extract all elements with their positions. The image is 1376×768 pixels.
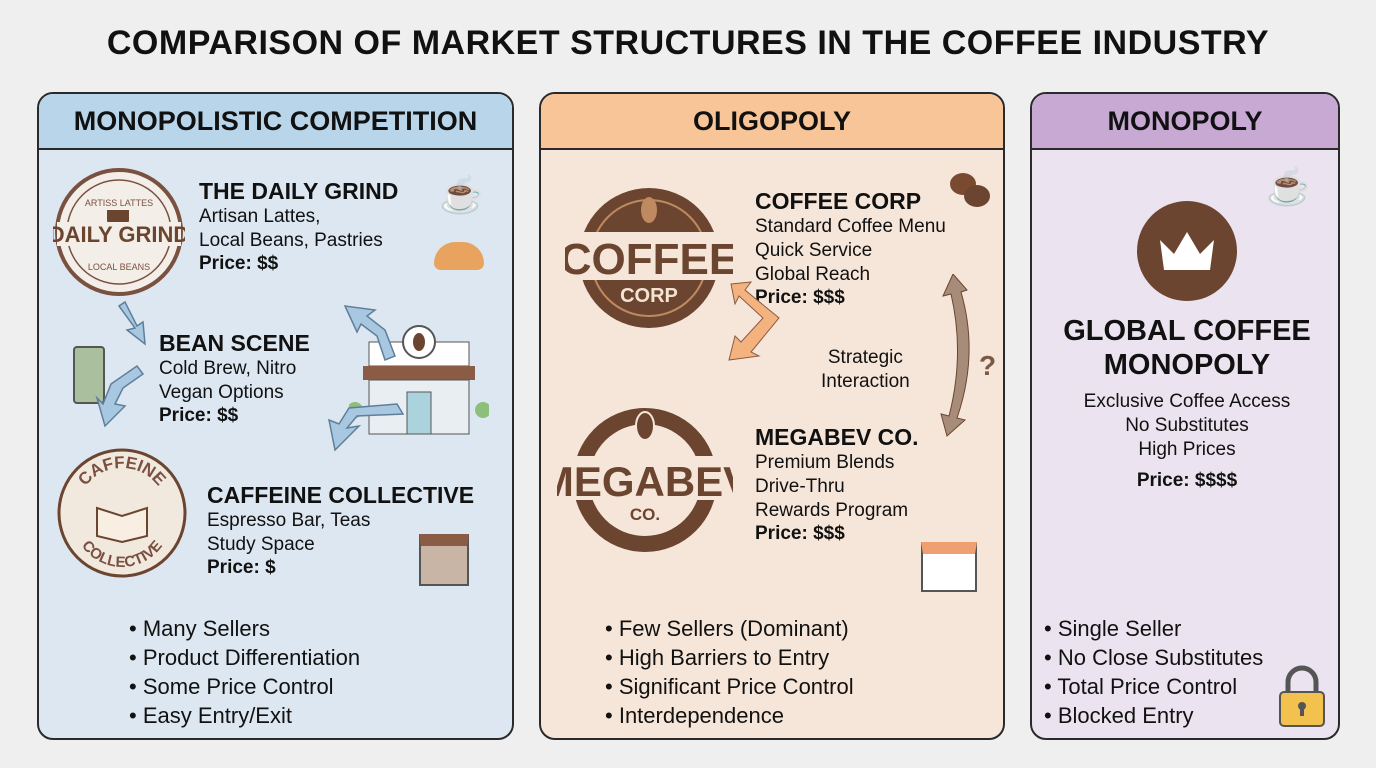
arrow-icon: [327, 403, 405, 452]
firm-desc: Quick Service: [755, 240, 873, 261]
firm-desc: Exclusive Coffee Access: [1083, 391, 1291, 412]
list-item: Some Price Control: [129, 672, 360, 701]
flow-arrows: [95, 300, 405, 452]
padlock-icon: [1279, 665, 1325, 727]
daily-grind-logo: ARTISS LATTES DAILY GRIND LOCAL BEANS: [53, 168, 185, 296]
interaction-arrows: [728, 274, 970, 437]
firm-desc: Cold Brew, Nitro: [159, 358, 297, 379]
firm-desc: Drive-Thru: [755, 476, 845, 497]
svg-text:CORP: CORP: [620, 285, 678, 307]
crown-icon: [1137, 201, 1237, 301]
caffeine-collective-logo: CAFFEINE COLLECTIVE: [57, 448, 187, 578]
firm-desc: Vegan Options: [159, 382, 284, 403]
coffee-cup-icon: ☕: [1266, 166, 1311, 207]
firm-name: THE DAILY GRIND: [199, 178, 399, 204]
panel-header: MONOPOLISTIC COMPETITION: [39, 94, 512, 150]
firm-desc: Rewards Program: [755, 500, 909, 521]
firm-price: Price: $: [207, 557, 276, 578]
question-mark: ?: [979, 350, 997, 381]
list-item: Interdependence: [605, 701, 854, 730]
list-item: Easy Entry/Exit: [129, 701, 360, 730]
interaction-label: Strategic: [827, 347, 903, 368]
svg-text:ARTISS LATTES: ARTISS LATTES: [85, 198, 153, 208]
cafe-shop-icon: [921, 542, 977, 592]
list-item: Total Price Control: [1044, 672, 1263, 701]
firm-price: Price: $$: [199, 253, 279, 274]
firm-price: Price: $$$$: [1136, 470, 1238, 491]
firm-desc: Espresso Bar, Teas: [207, 510, 371, 531]
firm-desc: Artisan Lattes,: [199, 206, 321, 227]
firm-desc: Local Beans, Pastries: [199, 230, 383, 251]
arrow-icon: [117, 300, 146, 346]
firm-name: BEAN SCENE: [159, 330, 310, 356]
coffee-cup-icon: ☕: [439, 174, 484, 215]
list-item: High Barriers to Entry: [605, 643, 854, 672]
list-item: Single Seller: [1044, 614, 1263, 643]
panel-monopolistic-competition: MONOPOLISTIC COMPETITION ARTISS LATTES D…: [37, 92, 514, 740]
megabev-logo: MEGABEV CO.: [557, 408, 733, 552]
firm-desc: No Substitutes: [1125, 415, 1249, 436]
panel-monopoly: MONOPOLY ☕ GLOBAL COFFEE MONOPOLY Exclus…: [1030, 92, 1340, 740]
arrow-icon: [343, 305, 396, 361]
firm-name: COFFEE CORP: [755, 188, 922, 214]
firm-name: MONOPOLY: [1103, 349, 1271, 381]
storefront-icon: [349, 325, 489, 435]
croissant-icon: [434, 242, 484, 270]
coffee-beans-icon: [950, 173, 990, 207]
firm-desc: Standard Coffee Menu: [755, 216, 946, 237]
firm-name: CAFFEINE COLLECTIVE: [207, 482, 475, 508]
list-item: Few Sellers (Dominant): [605, 614, 854, 643]
panel-header: MONOPOLY: [1032, 94, 1338, 150]
svg-text:MEGABEV: MEGABEV: [557, 458, 733, 505]
takeaway-cup-icon: [73, 346, 105, 404]
svg-text:DAILY GRIND: DAILY GRIND: [53, 222, 185, 247]
firm-price: Price: $$$: [755, 287, 845, 308]
svg-text:LOCAL BEANS: LOCAL BEANS: [88, 262, 150, 272]
list-item: Product Differentiation: [129, 643, 360, 672]
firm-desc: Premium Blends: [755, 452, 895, 473]
firm-name: MEGABEV CO.: [755, 424, 919, 450]
small-shop-icon: [419, 534, 469, 586]
page-title: COMPARISON OF MARKET STRUCTURES IN THE C…: [106, 24, 1270, 62]
svg-text:CO.: CO.: [630, 505, 660, 524]
characteristics-list: Many Sellers Product Differentiation Som…: [129, 614, 360, 730]
svg-text:COFFEE: COFFEE: [565, 235, 733, 284]
list-item: Significant Price Control: [605, 672, 854, 701]
characteristics-list: Few Sellers (Dominant) High Barriers to …: [605, 614, 854, 730]
list-item: Blocked Entry: [1044, 701, 1263, 730]
firm-name: GLOBAL COFFEE: [1063, 315, 1311, 347]
arrow-icon: [95, 364, 145, 428]
firm-desc: Global Reach: [755, 264, 871, 285]
coffee-corp-logo: COFFEE CORP: [565, 188, 733, 328]
interaction-label: Interaction: [821, 371, 910, 392]
firm-price: Price: $$: [159, 405, 239, 426]
panel-header: OLIGOPOLY: [541, 94, 1003, 150]
list-item: Many Sellers: [129, 614, 360, 643]
panel-oligopoly: OLIGOPOLY COFFEE CORP COFFEE CORP Standa…: [539, 92, 1005, 740]
list-item: No Close Substitutes: [1044, 643, 1263, 672]
characteristics-list: Single Seller No Close Substitutes Total…: [1044, 614, 1263, 730]
curved-double-arrow-icon: [940, 274, 970, 437]
firm-desc: Study Space: [207, 534, 315, 555]
firm-desc: High Prices: [1138, 439, 1236, 460]
firm-price: Price: $$$: [755, 523, 845, 544]
double-arrow-icon: [728, 281, 780, 361]
